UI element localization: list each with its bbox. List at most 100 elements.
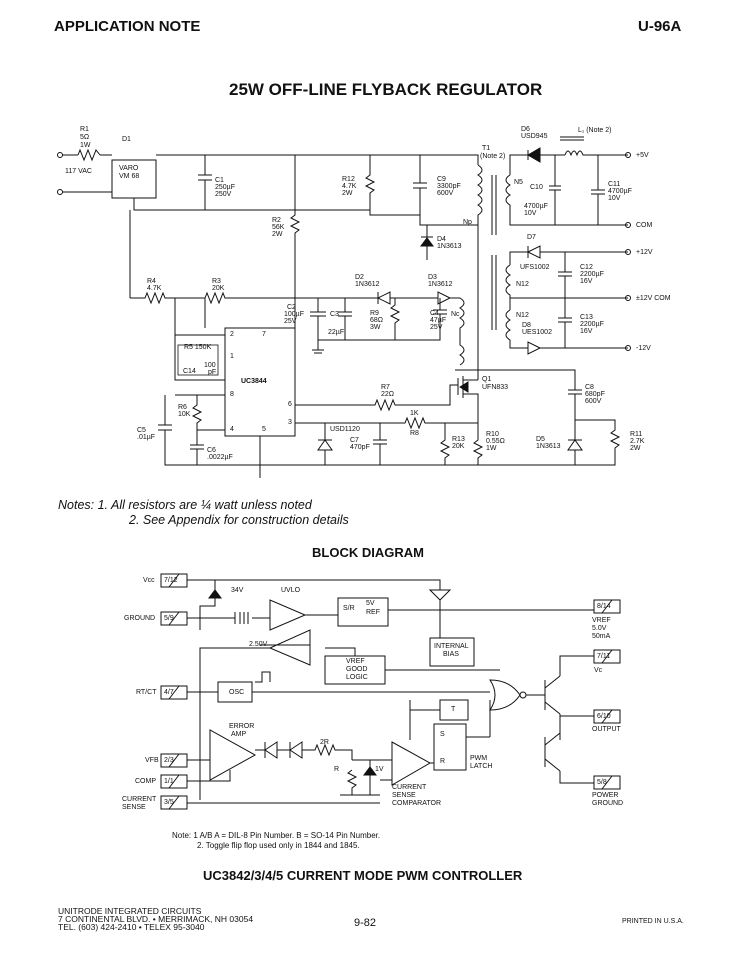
bd-internal: INTERNAL: [434, 643, 469, 650]
label-r2: R2: [272, 217, 281, 224]
label-r12-val: 4.7K: [342, 183, 357, 190]
label-c14-u: pF: [208, 369, 217, 376]
header-right: U-96A: [638, 18, 682, 35]
footer-phone: TEL. (603) 424-2410 • TELEX 95-3040: [58, 922, 205, 932]
label-t1-note: (Note 2): [480, 153, 506, 160]
label-out-com: COM: [636, 222, 653, 229]
bd-latch: LATCH: [470, 763, 493, 770]
label-c2: C2: [287, 304, 296, 311]
bd-cs-pins: 3/5: [164, 799, 174, 806]
label-n5: N5: [514, 179, 523, 186]
label-r13: R13: [452, 436, 465, 443]
bd-csc1: CURRENT: [392, 784, 427, 791]
label-r7-val: 22Ω: [381, 391, 395, 398]
bd-vref-pins: 8/14: [597, 603, 611, 610]
label-r2-w: 2W: [272, 231, 283, 238]
bd-r: R: [334, 766, 340, 773]
bd-vfb: VFB: [145, 757, 159, 764]
bd-rtct: RT/CT: [136, 689, 157, 696]
bd-ref: REF: [366, 609, 380, 616]
label-r11: R11: [630, 431, 643, 438]
label-pin3: 3: [288, 419, 292, 426]
label-c11-v: 10V: [608, 195, 621, 202]
label-pin2: 2: [230, 331, 234, 338]
label-d8-val: UES1002: [522, 329, 552, 336]
label-d2-val: 1N3612: [355, 281, 380, 288]
label-q1: Q1: [482, 376, 492, 383]
bd-pg2: GROUND: [592, 800, 624, 807]
label-r6-val: 10K: [178, 411, 191, 418]
bd-out-pins: 6/10: [597, 713, 611, 720]
label-c8-v: 600V: [585, 398, 602, 405]
label-c11-val: 4700µF: [608, 188, 632, 195]
block-note-2: 2. Toggle flip flop used only in 1844 an…: [197, 841, 360, 850]
label-c1-v: 250V: [215, 191, 232, 198]
bd-vc-pins: 7/11: [597, 653, 611, 660]
bd-vfb-pins: 2/3: [164, 757, 174, 764]
label-c4-val: 47µF: [430, 317, 447, 324]
bd-csc2: SENSE: [392, 792, 416, 799]
label-c8: C8: [585, 384, 594, 391]
label-pin7: 7: [262, 331, 266, 338]
label-np: Np: [463, 219, 472, 226]
label-q1-val: UFN833: [482, 384, 509, 391]
bd-ground-label: GROUND: [124, 615, 156, 622]
label-r8: R8: [410, 430, 419, 437]
bd-vcc-label: Vcc: [143, 577, 155, 584]
label-c3-val: 22µF: [328, 329, 345, 336]
label-r9: R9: [370, 310, 379, 317]
bd-csc3: COMPARATOR: [392, 800, 442, 807]
label-r11-w: 2W: [630, 445, 641, 452]
label-c2-val: 100µF: [284, 311, 304, 318]
label-c13-val: 2200µF: [580, 321, 604, 328]
footer-printed: PRINTED IN U.S.A.: [622, 918, 684, 925]
label-n12a: N12: [516, 281, 529, 288]
label-c11: C11: [608, 181, 621, 188]
label-r10-val: 0.55Ω: [486, 438, 505, 445]
label-out-m12: -12V: [636, 345, 651, 352]
bd-2r: 2R: [320, 739, 329, 746]
label-r9-val: 68Ω: [370, 317, 384, 324]
label-c10-val: 4700µF: [524, 203, 548, 210]
bd-vc: Vc: [594, 667, 603, 674]
label-c5: C5: [137, 427, 146, 434]
label-varo: VARO: [119, 165, 139, 172]
label-r9-w: 3W: [370, 324, 381, 331]
label-out-12com: ±12V COM: [636, 295, 671, 302]
bd-vcc-pins: 7/12: [164, 577, 178, 584]
label-d7: D7: [527, 234, 536, 241]
footer-page-number: 9-82: [354, 917, 377, 929]
label-r7: R7: [381, 384, 390, 391]
label-c10-v: 10V: [524, 210, 537, 217]
label-r1-val: 5Ω: [80, 134, 90, 141]
label-d6: D6: [521, 126, 530, 133]
label-r3: R3: [212, 278, 221, 285]
bd-osc: OSC: [229, 689, 245, 696]
label-c1: C1: [215, 177, 224, 184]
label-c4: C4: [430, 310, 439, 317]
label-out-5v: +5V: [636, 152, 649, 159]
label-pin1: 1: [230, 353, 234, 360]
label-c13: C13: [580, 314, 593, 321]
bd-comp: COMP: [135, 778, 156, 785]
label-c12-v: 16V: [580, 278, 593, 285]
label-t1: T1: [482, 145, 491, 152]
bd-good2: GOOD: [346, 666, 368, 673]
bd-cs1: CURRENT: [122, 796, 157, 803]
label-c6-val: .0022µF: [207, 454, 233, 461]
footer-address: 7 CONTINENTAL BLVD. • MERRIMACK, NH 0305…: [58, 914, 254, 924]
label-c13-v: 16V: [580, 328, 593, 335]
bd-1v: 1V: [375, 766, 384, 773]
label-r1-w: 1W: [80, 142, 91, 149]
label-r2-val: 56K: [272, 224, 285, 231]
label-c2-v: 25V: [284, 318, 297, 325]
bd-sr: S/R: [343, 605, 355, 612]
label-r12: R12: [342, 176, 355, 183]
bd-output: OUTPUT: [592, 726, 621, 733]
bd-250v: 2.50V: [249, 641, 268, 648]
label-pin6: 6: [288, 401, 292, 408]
block-note-1: Note: 1 A/B A = DIL-8 Pin Number. B = SO…: [172, 831, 381, 840]
bd-s: S: [440, 731, 445, 738]
label-pin5: 5: [262, 426, 266, 433]
